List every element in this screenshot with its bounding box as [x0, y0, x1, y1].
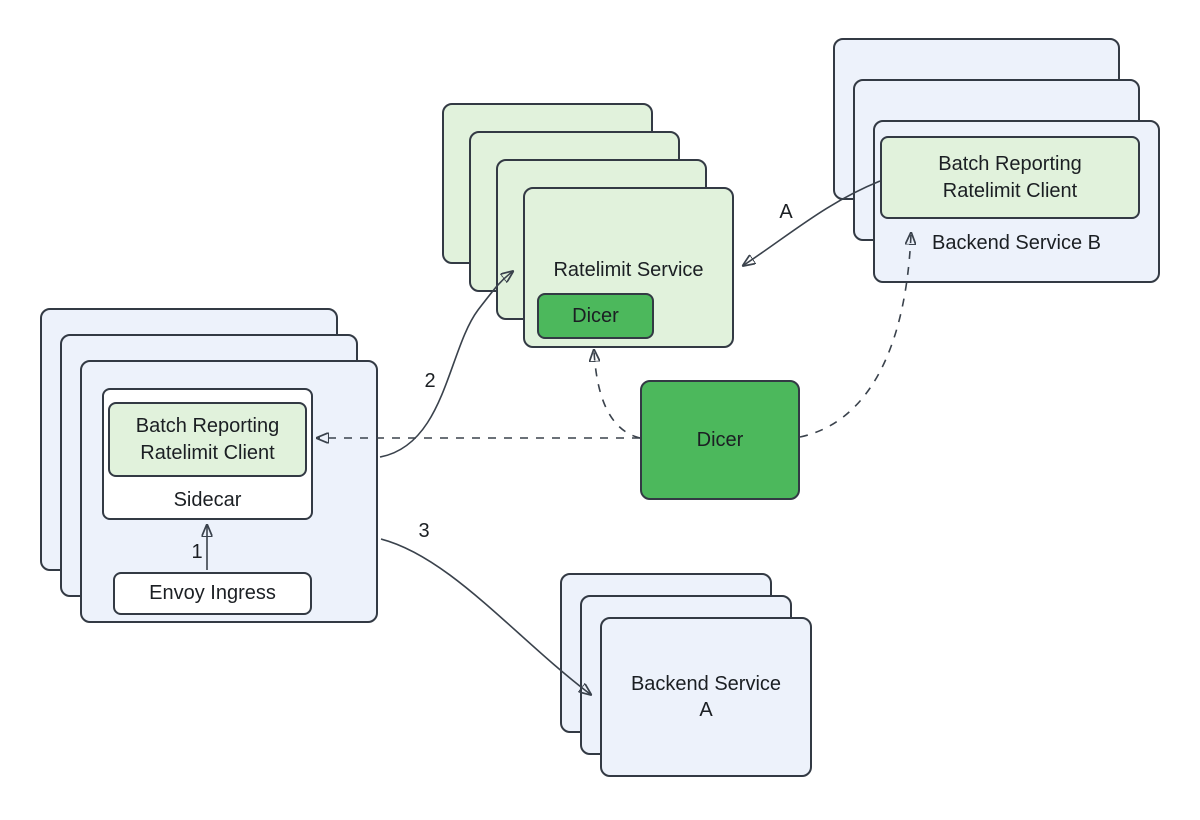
- edge-sidecar-to-backend-a: [380, 538, 590, 694]
- backend-a-card-front: Backend Service A: [600, 617, 812, 777]
- envoy-ingress-box: Envoy Ingress: [113, 572, 312, 615]
- ratelimit-dicer-label: Dicer: [572, 304, 619, 327]
- backend-b-ratelimit-client-label: Batch Reporting Ratelimit Client: [938, 153, 1082, 202]
- ratelimit-dicer-box: Dicer: [537, 293, 654, 339]
- ingress-ratelimit-client-label: Batch Reporting Ratelimit Client: [135, 415, 280, 464]
- dicer-label: Dicer: [696, 428, 744, 451]
- dicer-box: Dicer: [640, 380, 800, 500]
- backend-b-ratelimit-client-box: Batch Reporting Ratelimit Client: [880, 136, 1140, 219]
- edge-label-2: 2: [424, 370, 436, 392]
- edge-dicer-to-ratelimit-dicer: [594, 351, 641, 439]
- edge-sidecar-to-ratelimit: [379, 272, 512, 458]
- backend-a-title: Backend Service A: [630, 672, 782, 721]
- backend-b-title: Backend Service B: [932, 232, 1101, 254]
- edge-label-A: A: [779, 201, 793, 223]
- envoy-ingress-label: Envoy Ingress: [149, 582, 276, 605]
- sidecar-label: Sidecar: [173, 489, 242, 511]
- ingress-ratelimit-client-box: Batch Reporting Ratelimit Client: [108, 402, 307, 477]
- ratelimit-service-title: Ratelimit Service: [553, 259, 704, 281]
- edge-label-1: 1: [191, 541, 203, 563]
- edge-label-3: 3: [418, 520, 430, 542]
